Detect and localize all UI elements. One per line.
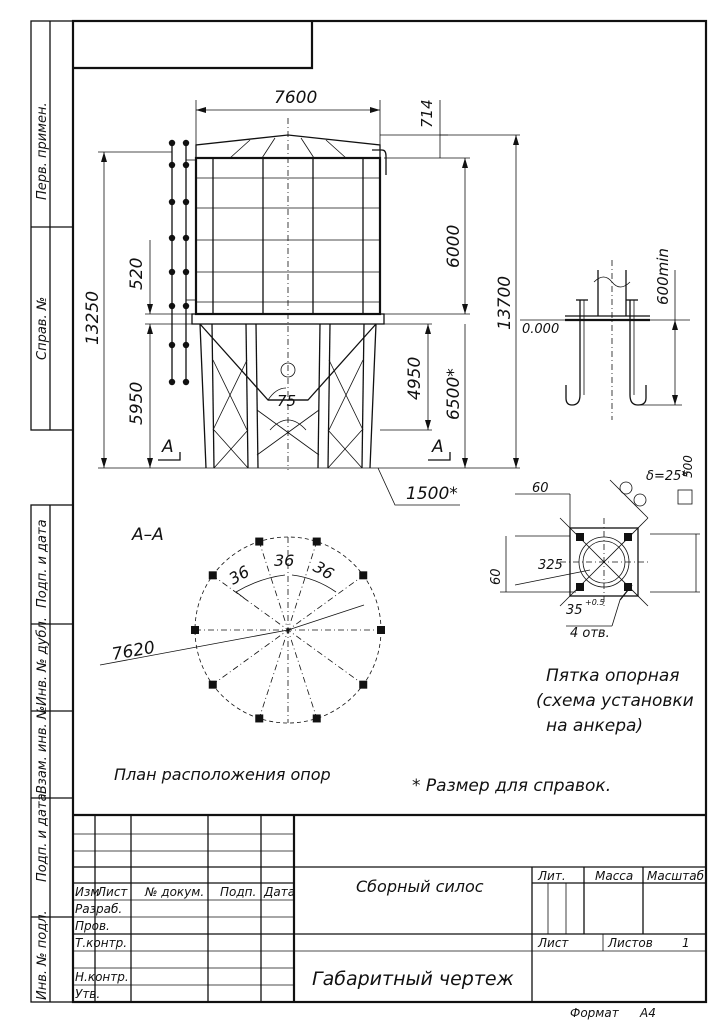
side-label-sprav-no: Справ. № — [35, 297, 50, 360]
sheet-frame — [30, 19, 708, 1004]
dim-total-13250: 13250 — [83, 291, 103, 345]
silo-elevation — [168, 118, 387, 470]
anchor-dim-60-left: 60 — [489, 568, 504, 585]
support-point — [377, 626, 385, 634]
dim-width-7600: 7600 — [274, 88, 317, 108]
support-point — [312, 714, 321, 723]
dim-4950: 4950 — [405, 357, 425, 400]
elevation-dimensions — [98, 100, 520, 506]
plan-caption: План расположения опор — [114, 765, 331, 784]
dim-1500: 1500* — [406, 484, 458, 504]
side-label-vzam-inv: Взам. инв. № — [35, 706, 50, 794]
side-label-podp-data-1: Подп. и дата — [35, 519, 50, 608]
side-label-perv-primen: Перв. примен. — [35, 102, 50, 200]
anchor-caption-line3: на анкера) — [546, 716, 643, 736]
tb-row-tkontr: Т.контр. — [75, 936, 127, 950]
tb-col-podp: Подп. — [220, 885, 256, 899]
anchor-delta: δ=25* — [646, 469, 688, 484]
plan-supports — [191, 537, 385, 723]
tb-hdr-lit: Лит. — [537, 869, 566, 883]
anchor-caption-line1: Пятка опорная — [546, 666, 679, 686]
tb-hdr-masshtab: Масштаб — [647, 869, 705, 883]
tb-row-prov: Пров. — [75, 919, 110, 933]
anchor-dim-325: 325 — [538, 558, 563, 573]
support-point — [359, 571, 368, 580]
plan-diameter-7620: 7620 — [110, 638, 156, 665]
anchor-dim-60-top: 60 — [532, 481, 549, 496]
anchor-plan — [500, 479, 700, 627]
tb-format-label: Формат — [570, 1006, 620, 1020]
plan-view — [99, 536, 382, 724]
support-point — [359, 680, 368, 689]
dim-body-6000: 6000 — [444, 225, 464, 268]
anchor-dim-35-tol: +0.5 — [585, 598, 604, 607]
tb-product-name: Сборный силос — [356, 877, 484, 896]
tb-hdr-massa: Масса — [595, 869, 633, 883]
dim-520: 520 — [127, 258, 147, 290]
tb-listov-value: 1 — [682, 936, 690, 950]
anchor-dim-500: 500 — [681, 455, 695, 478]
tb-format-value: А4 — [639, 1006, 656, 1020]
tb-col-izm: Изм — [75, 885, 99, 899]
tb-row-utv: Утв. — [75, 987, 100, 1001]
title-block — [73, 813, 706, 1002]
tb-listov-label: Листов — [607, 936, 653, 950]
dim-6500: 6500* — [444, 368, 464, 420]
plan-angle-3: 36 — [310, 557, 337, 584]
dim-5950: 5950 — [127, 382, 147, 425]
section-mark-a-left: A — [161, 437, 174, 457]
anchor-elevation — [520, 260, 690, 420]
tb-row-nkontr: Н.контр. — [75, 970, 129, 984]
section-mark-a-right: A — [431, 437, 444, 457]
tb-col-data: Дата — [263, 885, 295, 899]
anchor-dim-35: 35 — [566, 603, 583, 618]
tb-col-list: Лист — [96, 885, 128, 899]
tb-list-label: Лист — [537, 936, 569, 950]
support-point — [208, 680, 217, 689]
side-label-podp-data-2: Подп. и дата — [35, 793, 50, 882]
anchor-dim-600min: 600min — [654, 248, 672, 305]
dim-cone-angle-75: 75 — [277, 392, 296, 410]
dim-roof-714: 714 — [418, 99, 436, 128]
support-point — [255, 714, 264, 723]
anchor-holes: 4 отв. — [570, 626, 610, 641]
support-point — [191, 626, 199, 634]
support-point — [208, 571, 217, 580]
dim-total-13700: 13700 — [495, 276, 515, 330]
plan-angle-1: 36 — [226, 562, 253, 589]
support-point — [312, 537, 321, 546]
tb-row-razrab: Разраб. — [75, 902, 122, 916]
side-label-inv-podl: Инв. № подл. — [35, 910, 50, 1000]
anchor-caption-line2: (схема установки — [536, 691, 694, 711]
plan-angle-2: 36 — [274, 551, 294, 570]
tb-col-doc: № докум. — [144, 885, 204, 899]
anchor-level-0000: 0.000 — [522, 322, 559, 337]
side-label-inv-dubl: Инв. № дубл. — [35, 617, 50, 706]
tb-doc-name: Габаритный чертеж — [312, 968, 514, 990]
reference-note: * Размер для справок. — [412, 776, 611, 796]
support-point — [255, 537, 264, 546]
section-title-aa: А–А — [131, 525, 164, 545]
